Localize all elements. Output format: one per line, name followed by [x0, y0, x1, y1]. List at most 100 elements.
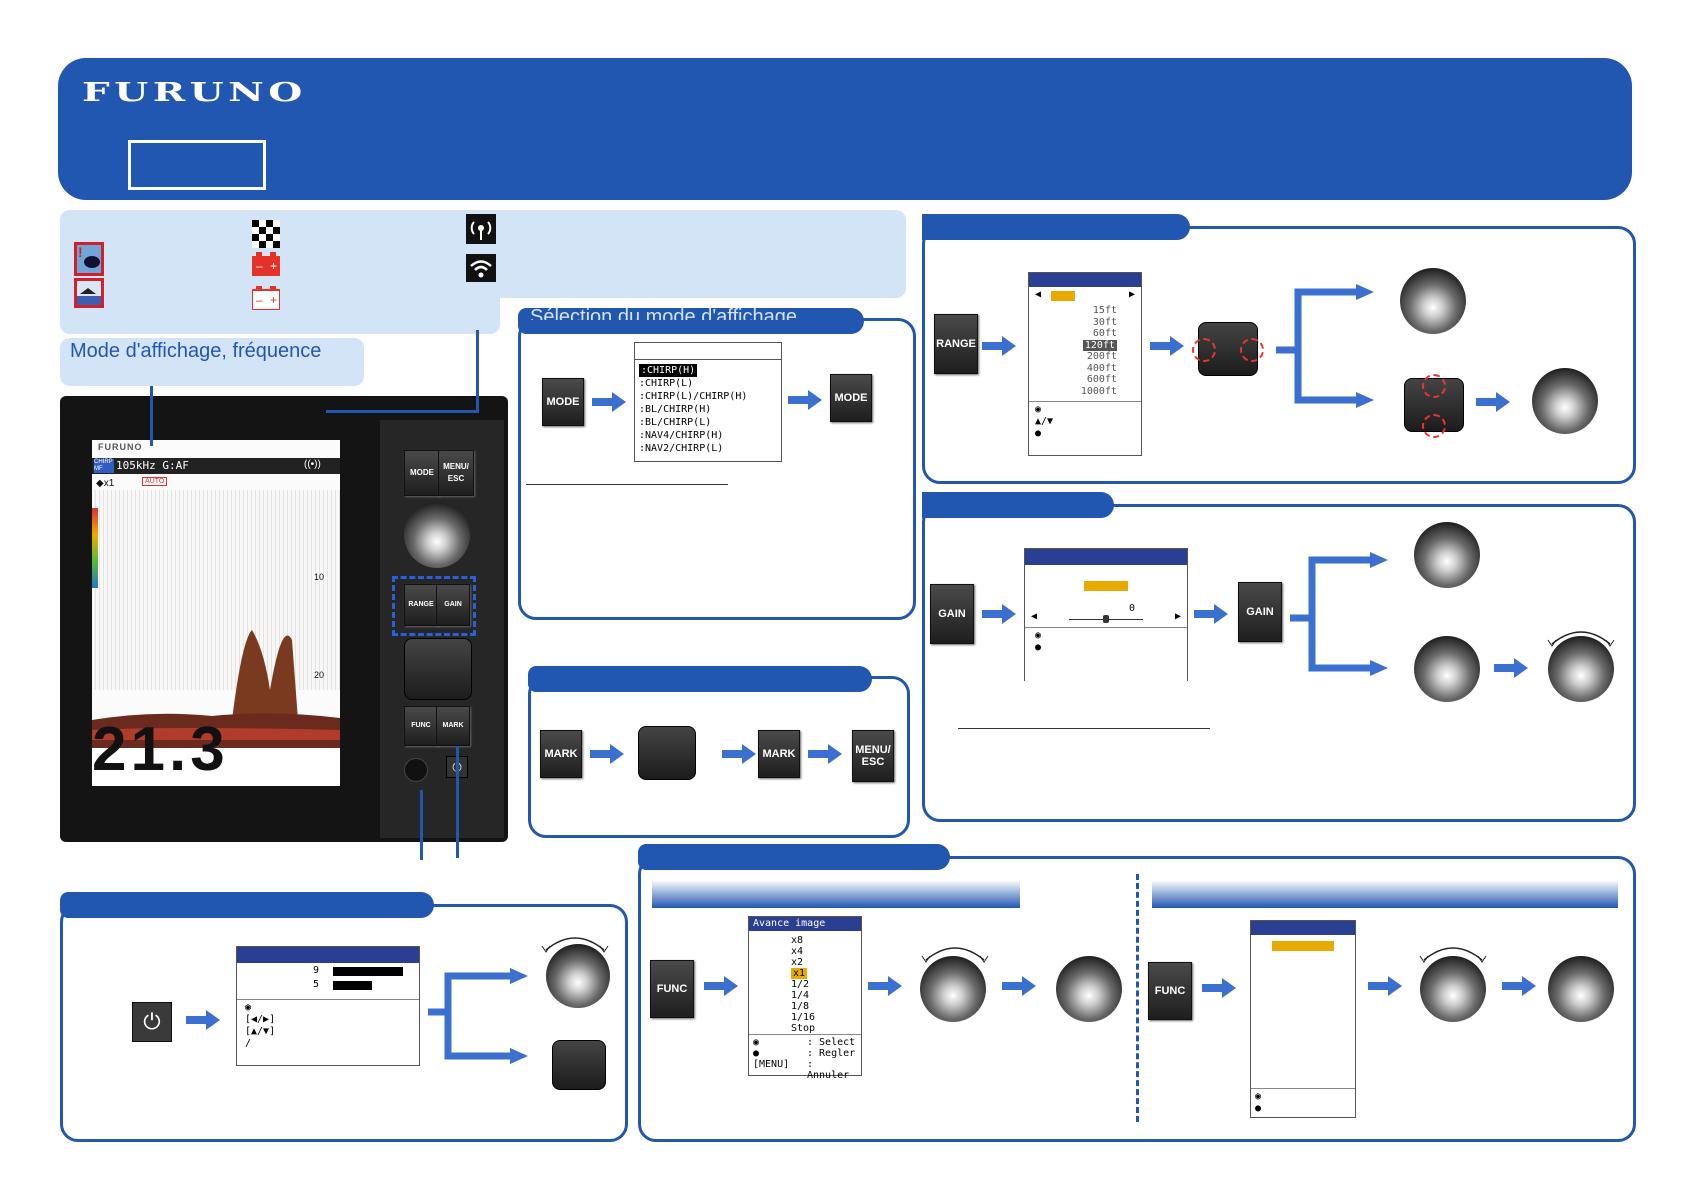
mode-option[interactable]: :BL/CHIRP(L) [639, 417, 712, 428]
func-option[interactable]: x4 [791, 946, 804, 957]
knob-icon: ● [753, 1048, 760, 1059]
bottom-alarm-icon [74, 278, 104, 308]
press-knob-icon[interactable] [1400, 268, 1466, 334]
footer-adjust: : Regler [807, 1048, 856, 1059]
rotary-knob-icon[interactable] [1548, 636, 1614, 702]
func-subheader-right [1152, 880, 1618, 908]
func-right-screen: ◉ ● [1250, 920, 1356, 1118]
gain-slider-row[interactable]: ◀ 0 ▶ [1025, 603, 1187, 627]
func-option[interactable]: 1/2 [791, 979, 810, 990]
range-option[interactable]: 1000ft [1080, 385, 1117, 397]
press-knob-icon[interactable] [1414, 522, 1480, 588]
func-option[interactable]: 1/16 [791, 1012, 816, 1023]
rotate-arrow-icon [921, 947, 989, 963]
func-option[interactable]: x1 [791, 968, 808, 979]
func-right-header [1251, 921, 1355, 935]
right-arrow-icon[interactable]: ▶ [1128, 289, 1135, 300]
mode-option[interactable]: :CHIRP(L)/CHIRP(H) [639, 391, 748, 402]
range-option[interactable]: 60ft [1092, 328, 1117, 339]
screen-status-bar [92, 458, 340, 474]
gain-menu-header [1025, 549, 1187, 565]
func-option[interactable]: x2 [791, 957, 804, 968]
mode-key[interactable]: MODE [404, 450, 440, 496]
press-knob-icon[interactable] [1414, 636, 1480, 702]
press-knob-icon[interactable] [1532, 368, 1598, 434]
range-option[interactable]: 30ft [1092, 316, 1117, 328]
range-option[interactable]: 120ft [1082, 339, 1117, 351]
range-option[interactable]: 15ft [1092, 305, 1117, 316]
pad-up-highlight [1422, 374, 1446, 398]
menu-esc-key[interactable]: MENU/ ESC [438, 450, 474, 496]
mark-panel-key[interactable]: MARK [540, 730, 582, 778]
mode-option[interactable]: :CHIRP(L) [639, 378, 694, 389]
right-arrow-icon[interactable]: ▶ [1174, 611, 1181, 622]
press-knob-icon[interactable] [1056, 956, 1122, 1022]
screen-brand: FURUNO [98, 442, 143, 452]
range-option[interactable]: 600ft [1086, 374, 1117, 385]
mode-option[interactable]: :CHIRP(H) [639, 364, 698, 377]
range-key[interactable]: RANGE [404, 584, 438, 626]
knob-icon: ● [1255, 1103, 1262, 1114]
rotary-knob-icon[interactable] [546, 944, 610, 1008]
gain-slider-thumb[interactable] [1103, 615, 1109, 623]
gain-confirm-key[interactable]: GAIN [1238, 582, 1282, 642]
arrow-right-icon [1502, 976, 1536, 996]
gain-tab [922, 492, 1114, 518]
contrast-value: 5 [313, 979, 320, 990]
brightness-menu-header [237, 947, 419, 963]
mode-option[interactable]: :NAV2/CHIRP(L) [639, 443, 724, 454]
power-cursor-pad[interactable] [552, 1040, 606, 1090]
menu-esc-panel-key[interactable]: MENU/ ESC [852, 730, 894, 782]
func-right-highlight [1272, 941, 1334, 951]
mode-option[interactable]: :BL/CHIRP(H) [639, 404, 712, 415]
rotary-knob-icon[interactable] [1420, 956, 1486, 1022]
press-knob-icon[interactable] [1548, 956, 1614, 1022]
func-panel-key[interactable]: FUNC [650, 960, 694, 1018]
mode-panel-key[interactable]: MODE [542, 378, 584, 426]
range-panel-key[interactable]: RANGE [934, 314, 978, 374]
mode-selection-label: Sélection du mode d'affichage [530, 306, 797, 320]
depth-scale-10: 10 [314, 572, 325, 582]
rotary-knob-icon[interactable] [920, 956, 986, 1022]
left-arrow-icon[interactable]: ◀ [1031, 611, 1038, 622]
func-option[interactable]: 1/8 [791, 1001, 810, 1012]
func-key[interactable]: FUNC [404, 706, 438, 746]
mark-confirm-key[interactable]: MARK [758, 730, 800, 778]
gain-mode-highlight [1084, 581, 1128, 591]
brightness-legend: ◉ [◀/▶] [▲/▼] / [237, 999, 419, 1052]
mode-confirm-key[interactable]: MODE [830, 374, 872, 422]
range-option[interactable]: 400ft [1086, 362, 1117, 374]
rotary-knob[interactable] [404, 502, 470, 568]
range-menu-header [1029, 273, 1141, 287]
callout-display-mode-label: Mode d'affichage, fréquence [70, 340, 322, 362]
contrast-bar [333, 981, 372, 990]
callout-display-mode [60, 338, 364, 386]
cursor-pad[interactable] [404, 638, 472, 700]
frame-advance-footer: ◉ ● [MENU] : Select : Regler : Annuler [749, 1034, 861, 1081]
legend-up-down: [▲/▼] [245, 1026, 276, 1037]
icon-legend-tail [60, 290, 500, 334]
func-right-key[interactable]: FUNC [1148, 962, 1192, 1020]
arrow-right-icon [1202, 978, 1236, 998]
left-arrow-icon[interactable]: ◀ [1035, 289, 1042, 300]
echogram-bottom [92, 630, 340, 786]
func-option[interactable]: 1/4 [791, 990, 810, 1001]
pad-left-highlight [1192, 338, 1216, 362]
menu-key-label: [MENU] [753, 1059, 790, 1070]
arrow-right-icon [808, 744, 842, 764]
func-tab [638, 844, 950, 870]
arrow-right-icon [1150, 336, 1184, 356]
screen-antenna-icon: ((•)) [304, 459, 321, 470]
mode-option[interactable]: :NAV4/CHIRP(H) [639, 430, 724, 441]
power-panel-key[interactable]: ⏻ [132, 1002, 172, 1042]
range-option[interactable]: 200ft [1086, 351, 1117, 362]
knob-icon: ◉ [1035, 630, 1042, 641]
gain-menu-screen: ◀ 0 ▶ ◉ ● [1024, 548, 1188, 681]
gain-panel-key[interactable]: GAIN [930, 584, 974, 644]
gain-key[interactable]: GAIN [436, 584, 470, 626]
func-option[interactable]: x8 [791, 935, 804, 946]
mark-key[interactable]: MARK [436, 706, 470, 746]
mark-cursor-pad[interactable] [638, 726, 696, 780]
func-option[interactable]: Stop [791, 1023, 816, 1034]
